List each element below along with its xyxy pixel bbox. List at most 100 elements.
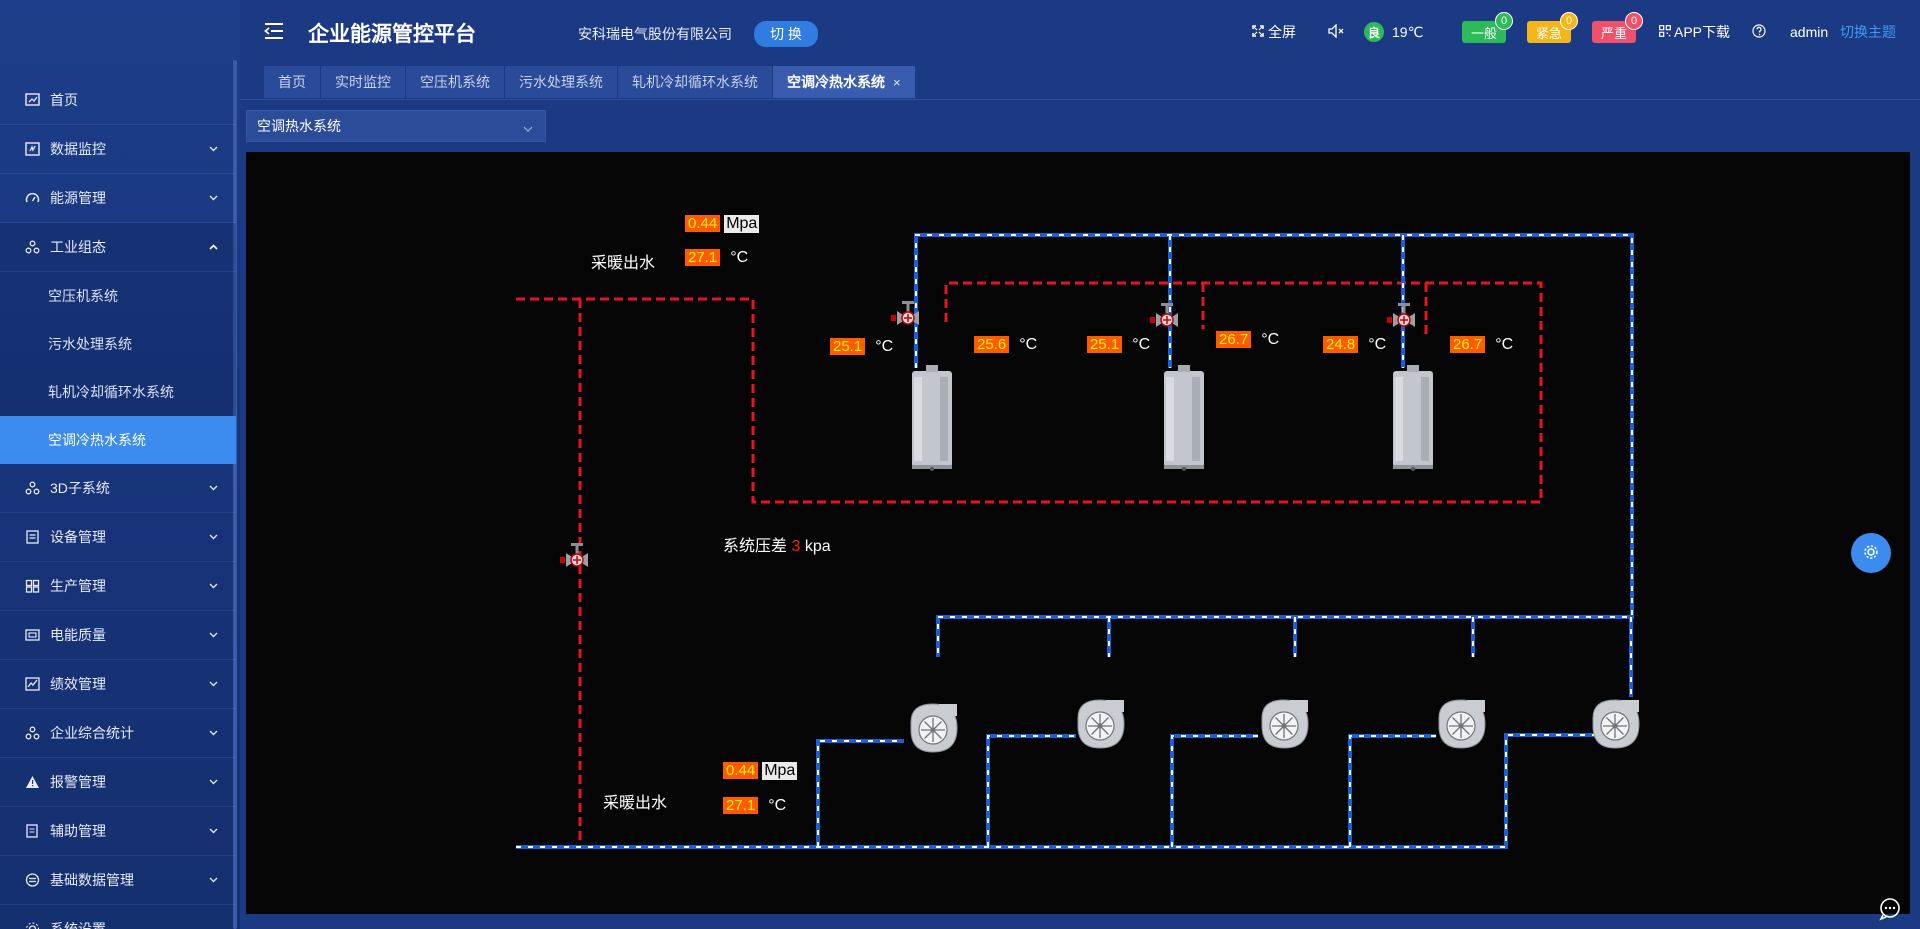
boiler-1[interactable] — [912, 365, 952, 471]
temp-value: 26.7 — [1216, 331, 1252, 348]
chevron-down-icon — [208, 193, 218, 203]
switch-company-button[interactable]: 切 换 — [754, 21, 818, 47]
switch-theme-link[interactable]: 切换主题 — [1840, 24, 1896, 40]
temp-unit: °C — [1495, 336, 1514, 353]
top-header: 企业能源管控平台 安科瑞电气股份有限公司 切 换 全屏 良 19℃ 一般 0 紧… — [240, 0, 1920, 64]
bottom-pressure-unit: Mpa — [762, 762, 798, 780]
doc-icon — [24, 823, 40, 839]
boiler-1-in-temp: 25.1°C — [830, 338, 893, 356]
bottom-outlet-readout: 27.1°C — [723, 797, 786, 815]
sidebar-item-production[interactable]: 生产管理 — [0, 562, 236, 611]
top-pressure-value: 0.44 — [685, 215, 721, 232]
settings-fab[interactable] — [1851, 533, 1891, 573]
sidebar-subitem-label: 轧机冷却循环水系统 — [48, 384, 174, 400]
sidebar-item-performance[interactable]: 绩效管理 — [0, 660, 236, 709]
sidebar-item-energy[interactable]: 能源管理 — [0, 174, 236, 223]
sidebar-subitem-sewage[interactable]: 污水处理系统 — [0, 320, 236, 368]
tab-home[interactable]: 首页 — [264, 66, 321, 98]
sidebar-subitem-hvac-water[interactable]: 空调冷热水系统 — [0, 416, 236, 464]
sidebar-item-label: 3D子系统 — [50, 480, 110, 496]
nodes-icon — [24, 725, 40, 741]
fan-unit-5[interactable] — [1592, 699, 1640, 749]
mute-button[interactable] — [1328, 20, 1346, 44]
list-icon — [24, 529, 40, 545]
boiler-2-in-temp: 25.1 °C — [1087, 336, 1150, 354]
sidebar-item-devices[interactable]: 设备管理 — [0, 513, 236, 562]
alarm-general[interactable]: 一般 0 — [1462, 12, 1513, 44]
sidebar-item-auxiliary[interactable]: 辅助管理 — [0, 807, 236, 856]
sidebar-item-alarms[interactable]: 报警管理 — [0, 758, 236, 807]
tab-realtime-monitor[interactable]: 实时监控 — [321, 66, 406, 98]
temp-value: 24.8 — [1323, 336, 1359, 353]
sidebar-item-label: 工业组态 — [50, 239, 106, 255]
app-download-button[interactable]: APP下载 — [1659, 20, 1730, 44]
boiler-1-out-temp: 25.6°C — [974, 336, 1037, 354]
tab-hvac-water[interactable]: 空调冷热水系统 × — [773, 66, 916, 98]
fan-unit-3[interactable] — [1261, 699, 1309, 749]
sidebar-item-enterprise-stats[interactable]: 企业综合统计 — [0, 709, 236, 758]
sidebar-item-label: 基础数据管理 — [50, 872, 134, 888]
top-outlet-unit: °C — [730, 249, 749, 266]
alarm-urgent[interactable]: 紧急 0 — [1527, 12, 1578, 44]
tab-sewage[interactable]: 污水处理系统 — [505, 66, 618, 98]
qrcode-icon — [1659, 24, 1671, 40]
bottom-outlet-temp: 27.1 — [723, 797, 759, 814]
sidebar-nav: 首页 数据监控 能源管理 工业组态 空压机系统 污水处理系统 轧机冷却循环水系统… — [0, 76, 236, 929]
sidebar-subitem-label: 空压机系统 — [48, 288, 118, 304]
close-tab-icon[interactable]: × — [893, 74, 901, 90]
chart-icon — [24, 676, 40, 692]
tab-label: 空压机系统 — [420, 74, 490, 90]
sidebar-item-system-settings[interactable]: 系统设置 — [0, 905, 236, 929]
tab-air-compressor[interactable]: 空压机系统 — [406, 66, 505, 98]
sidebar-item-home[interactable]: 首页 — [0, 76, 236, 125]
sidebar-scrollbar[interactable] — [233, 60, 237, 929]
fullscreen-label: 全屏 — [1268, 24, 1296, 40]
temp-unit: °C — [1132, 336, 1151, 353]
boiler-3-in-temp: 24.8°C — [1323, 336, 1386, 354]
bypass-valve[interactable] — [559, 542, 589, 568]
fan-unit-2[interactable] — [1077, 699, 1125, 749]
sidebar-subitem-mill-cooling[interactable]: 轧机冷却循环水系统 — [0, 368, 236, 416]
temp-unit: °C — [1019, 336, 1038, 353]
boiler-3[interactable] — [1393, 365, 1433, 471]
sidebar-item-label: 报警管理 — [50, 774, 106, 790]
fullscreen-button[interactable]: 全屏 — [1252, 20, 1296, 44]
alarm-urgent-label: 紧急 — [1535, 25, 1562, 41]
sidebar-item-3d[interactable]: 3D子系统 — [0, 464, 236, 513]
monitor-icon — [24, 141, 40, 157]
alarm-severe[interactable]: 严重 0 — [1592, 12, 1643, 44]
system-select[interactable]: 空调热水系统 — [246, 110, 546, 142]
fan-unit-4[interactable] — [1438, 699, 1486, 749]
chevron-down-icon — [523, 120, 533, 136]
company-name: 安科瑞电气股份有限公司 — [578, 26, 732, 42]
help-button[interactable] — [1752, 20, 1766, 44]
dashboard-icon — [24, 92, 40, 108]
fan-unit-1[interactable] — [910, 703, 958, 753]
menu-toggle-icon[interactable] — [264, 22, 284, 40]
bottom-pressure-value: 0.44 — [723, 762, 759, 779]
logo-area — [0, 0, 240, 60]
system-select-value: 空调热水系统 — [257, 118, 341, 134]
boiler-2[interactable] — [1164, 365, 1204, 471]
sidebar-item-label: 电能质量 — [50, 627, 106, 643]
pump-valve-2[interactable] — [1149, 302, 1179, 328]
user-name[interactable]: admin — [1790, 24, 1829, 40]
sidebar-item-power-quality[interactable]: 电能质量 — [0, 611, 236, 660]
sidebar-item-base-data[interactable]: 基础数据管理 — [0, 856, 236, 905]
tab-label: 实时监控 — [335, 74, 391, 90]
chat-icon[interactable] — [1878, 897, 1902, 921]
temp-value: 25.1 — [1087, 336, 1123, 353]
air-quality-badge: 良 — [1364, 22, 1384, 42]
sidebar-item-label: 系统设置 — [50, 921, 106, 929]
sidebar-subitem-air-compressor[interactable]: 空压机系统 — [0, 272, 236, 320]
temp-unit: °C — [1261, 331, 1280, 348]
sidebar-item-label: 企业综合统计 — [50, 725, 134, 741]
chevron-down-icon — [208, 777, 218, 787]
sidebar-item-industrial-config[interactable]: 工业组态 — [0, 223, 236, 272]
sidebar-item-data-monitor[interactable]: 数据监控 — [0, 125, 236, 174]
chevron-down-icon — [208, 532, 218, 542]
tab-mill-cooling[interactable]: 轧机冷却循环水系统 — [618, 66, 773, 98]
chevron-down-icon — [208, 483, 218, 493]
alarm-severe-count: 0 — [1625, 12, 1643, 30]
